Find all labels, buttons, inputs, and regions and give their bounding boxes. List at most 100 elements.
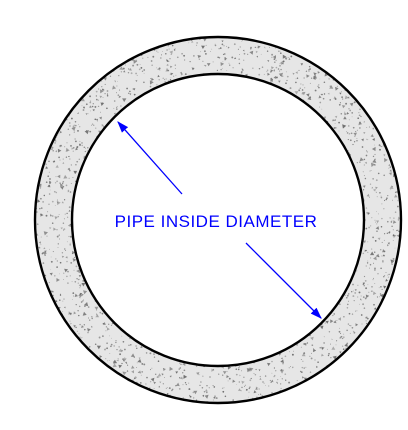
concrete-speckle	[52, 294, 54, 297]
concrete-speckle	[365, 227, 368, 230]
concrete-speckle	[109, 335, 111, 337]
concrete-speckle	[69, 312, 72, 316]
concrete-speckle	[183, 59, 186, 61]
concrete-speckle	[78, 278, 80, 281]
concrete-speckle	[221, 67, 223, 69]
concrete-speckle	[212, 385, 214, 387]
concrete-speckle	[309, 371, 312, 373]
concrete-speckle	[137, 358, 142, 363]
concrete-speckle	[183, 374, 188, 379]
concrete-speckle	[81, 325, 84, 328]
concrete-speckle	[295, 81, 297, 84]
concrete-speckle	[140, 66, 143, 69]
concrete-speckle	[162, 368, 166, 372]
concrete-speckle	[270, 379, 274, 383]
concrete-speckle	[381, 255, 383, 257]
concrete-speckle	[371, 286, 373, 288]
concrete-speckle	[204, 52, 207, 55]
concrete-speckle	[156, 50, 158, 52]
concrete-speckle	[352, 143, 354, 146]
concrete-speckle	[381, 146, 383, 148]
concrete-speckle	[376, 220, 380, 224]
concrete-speckle	[374, 153, 376, 156]
concrete-speckle	[223, 387, 225, 389]
concrete-speckle	[338, 330, 341, 333]
concrete-speckle	[178, 368, 180, 370]
concrete-speckle	[370, 290, 373, 292]
concrete-speckle	[392, 234, 395, 237]
concrete-speckle	[67, 167, 70, 171]
concrete-speckle	[363, 175, 365, 177]
concrete-speckle	[45, 214, 48, 217]
concrete-speckle	[42, 201, 44, 203]
concrete-speckle	[80, 97, 85, 102]
concrete-speckle	[371, 248, 373, 250]
concrete-speckle	[76, 278, 78, 280]
concrete-speckle	[104, 83, 106, 85]
concrete-speckle	[375, 186, 378, 190]
concrete-speckle	[321, 108, 323, 110]
concrete-speckle	[41, 252, 44, 255]
concrete-speckle	[95, 98, 98, 101]
concrete-speckle	[143, 69, 146, 71]
concrete-speckle	[89, 101, 92, 104]
concrete-speckle	[388, 167, 390, 169]
concrete-speckle	[366, 211, 369, 214]
concrete-speckle	[89, 95, 92, 98]
concrete-speckle	[355, 140, 359, 142]
concrete-speckle	[258, 73, 261, 76]
concrete-speckle	[183, 369, 186, 372]
concrete-speckle	[169, 78, 172, 81]
concrete-speckle	[195, 365, 198, 367]
concrete-speckle	[385, 198, 388, 201]
concrete-speckle	[40, 244, 42, 246]
concrete-speckle	[54, 182, 57, 184]
concrete-speckle	[374, 219, 376, 221]
concrete-speckle	[118, 89, 121, 91]
concrete-speckle	[365, 322, 368, 324]
concrete-speckle	[55, 176, 57, 178]
concrete-speckle	[367, 251, 369, 253]
concrete-speckle	[48, 193, 51, 195]
concrete-speckle	[331, 338, 333, 340]
concrete-speckle	[65, 147, 70, 152]
concrete-speckle	[59, 159, 61, 161]
concrete-speckle	[353, 101, 356, 104]
concrete-speckle	[87, 331, 89, 334]
concrete-speckle	[384, 199, 386, 202]
concrete-speckle	[344, 294, 346, 296]
concrete-speckle	[296, 380, 298, 382]
concrete-speckle	[326, 348, 328, 350]
concrete-speckle	[301, 352, 306, 357]
concrete-speckle	[273, 69, 275, 71]
concrete-speckle	[322, 97, 325, 100]
concrete-speckle	[66, 260, 68, 263]
concrete-speckle	[357, 117, 360, 120]
concrete-speckle	[356, 310, 358, 312]
concrete-speckle	[141, 70, 144, 72]
concrete-speckle	[241, 386, 243, 389]
concrete-speckle	[173, 49, 176, 51]
concrete-speckle	[318, 106, 321, 108]
concrete-speckle	[362, 185, 366, 188]
concrete-speckle	[135, 376, 137, 379]
concrete-speckle	[62, 300, 64, 302]
concrete-speckle	[205, 44, 207, 46]
concrete-speckle	[170, 77, 172, 79]
concrete-speckle	[340, 335, 343, 338]
concrete-speckle	[316, 365, 318, 368]
concrete-speckle	[76, 269, 80, 274]
concrete-speckle	[286, 79, 288, 82]
concrete-speckle	[66, 150, 68, 152]
concrete-speckle	[82, 109, 85, 111]
concrete-speckle	[370, 134, 374, 138]
concrete-speckle	[66, 241, 68, 243]
concrete-speckle	[162, 51, 163, 52]
concrete-speckle	[354, 135, 356, 137]
concrete-speckle	[160, 54, 163, 56]
concrete-speckle	[81, 294, 84, 296]
concrete-speckle	[277, 378, 279, 381]
concrete-speckle	[375, 191, 377, 193]
concrete-speckle	[127, 364, 129, 366]
concrete-speckle	[79, 126, 81, 128]
